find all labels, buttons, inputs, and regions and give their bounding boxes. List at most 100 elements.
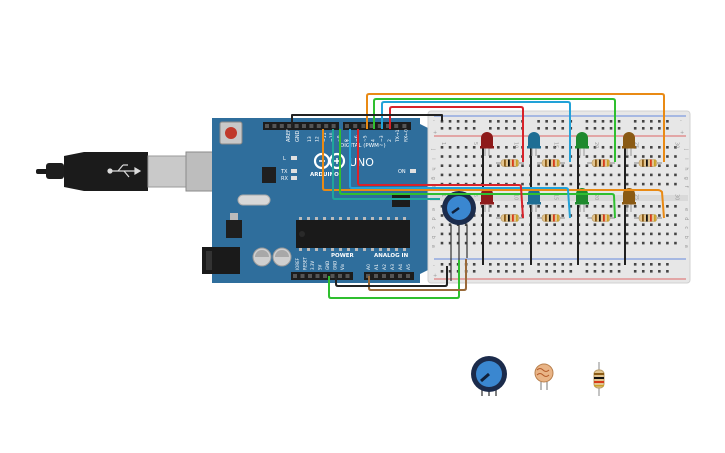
wire-brown-bottom[interactable] (368, 259, 467, 291)
led-blue[interactable] (527, 132, 541, 156)
crystal-oscillator (237, 194, 271, 206)
chip-leg (331, 217, 334, 220)
wire-green-lower[interactable] (339, 129, 616, 219)
reset-button[interactable] (219, 121, 243, 145)
wire-blue-top[interactable] (381, 101, 571, 162)
atmega-microcontroller (296, 220, 410, 248)
wire-orange-lower[interactable] (322, 129, 665, 219)
wire-green-top[interactable] (373, 98, 616, 162)
chip-leg (323, 248, 326, 251)
digital-pin-holes (265, 124, 407, 128)
rx-led-label: RX (281, 176, 288, 182)
row-letter: j (683, 148, 689, 150)
digital-pin-label: 8 (344, 139, 350, 142)
led-blue[interactable] (527, 188, 541, 212)
wire-teal-lower[interactable] (332, 129, 440, 200)
wire-green-bottom[interactable] (328, 260, 460, 299)
led-brown[interactable] (622, 132, 636, 156)
power-pin-label: GND (333, 261, 338, 270)
resistor[interactable] (634, 159, 662, 167)
wire-black-top[interactable] (291, 114, 443, 127)
wire-black-bottom[interactable] (335, 266, 448, 287)
rail-minus-label: - (433, 118, 435, 124)
wire-blue-lower[interactable] (349, 129, 571, 219)
analog-pin-label: A5 (406, 264, 412, 270)
resistor-icon[interactable] (593, 362, 605, 396)
chip-leg (299, 248, 302, 251)
wire-red-top[interactable] (389, 106, 524, 162)
column-number: 20 (593, 142, 599, 148)
column-number: 30 (673, 194, 679, 200)
digital-header-left (263, 122, 339, 130)
row-letter: i (683, 158, 689, 159)
usb-cable[interactable] (36, 151, 237, 192)
row-letter: e (430, 208, 436, 211)
digital-pin-label: 4 (371, 139, 377, 142)
chip-leg (387, 217, 390, 220)
rail-minus-label-bottom: - (433, 263, 435, 269)
power-header (291, 272, 353, 280)
power-pin-label: 5V (318, 264, 323, 270)
resistor[interactable] (634, 214, 662, 222)
chip-leg (339, 248, 342, 251)
led-brown[interactable] (622, 188, 636, 212)
resistor[interactable] (587, 214, 615, 222)
photoresistor-icon[interactable] (534, 363, 554, 390)
resistor[interactable] (537, 214, 565, 222)
breadboard-holes (440, 120, 677, 273)
chip-leg (331, 248, 334, 251)
power-label: POWER (331, 253, 355, 259)
digital-header-title: DIGITAL (PWM~) (340, 143, 386, 149)
chip-leg (363, 248, 366, 251)
row-letter: b (430, 236, 436, 239)
column-number: 1 (440, 194, 446, 197)
analog-pin-label: A3 (390, 264, 396, 270)
ground-jumpers[interactable] (482, 146, 626, 265)
power-pin-label: IOREF (295, 257, 300, 270)
column-number: 30 (673, 142, 679, 148)
on-led (410, 169, 416, 173)
column-number: 10 (512, 194, 518, 200)
digital-pin-label: ~5 (362, 135, 368, 142)
led-green[interactable] (575, 132, 589, 156)
chip-leg (379, 217, 382, 220)
analog-pin-label: A0 (366, 264, 372, 270)
column-number: 25 (633, 194, 639, 200)
resistor[interactable] (537, 159, 565, 167)
wire-orange-top[interactable] (366, 93, 665, 162)
column-number: 1 (440, 142, 446, 145)
row-letter: b (683, 236, 689, 239)
wire-red-lower[interactable] (357, 129, 524, 219)
capacitor-1 (252, 247, 272, 267)
voltage-regulator (226, 220, 242, 238)
column-number: 20 (593, 194, 599, 200)
resistor[interactable] (587, 159, 615, 167)
power-jack[interactable] (202, 247, 240, 274)
row-letter: f (683, 186, 689, 188)
chip-leg (371, 248, 374, 251)
row-letter: g (683, 177, 689, 180)
chip-leg (379, 248, 382, 251)
chip-leg (299, 217, 302, 220)
chip-leg (387, 248, 390, 251)
led-red[interactable] (480, 132, 494, 156)
potentiometer-icon[interactable] (471, 356, 507, 396)
l-led-label: L (283, 156, 286, 162)
jumper-wires[interactable] (291, 93, 665, 299)
chip-leg (323, 217, 326, 220)
aref-label: AREF (286, 129, 292, 142)
resistor[interactable] (496, 159, 524, 167)
column-number: 5 (472, 142, 478, 145)
resistor[interactable] (496, 214, 524, 222)
potentiometer[interactable] (442, 191, 476, 281)
row-letter: i (430, 158, 436, 159)
digital-pin-label: 13 (307, 136, 313, 142)
analog-header (364, 272, 414, 280)
column-number: 10 (512, 142, 518, 148)
row-letter: a (430, 245, 436, 248)
chip-leg (395, 248, 398, 251)
led-red[interactable] (480, 188, 494, 212)
led-green[interactable] (575, 188, 589, 212)
